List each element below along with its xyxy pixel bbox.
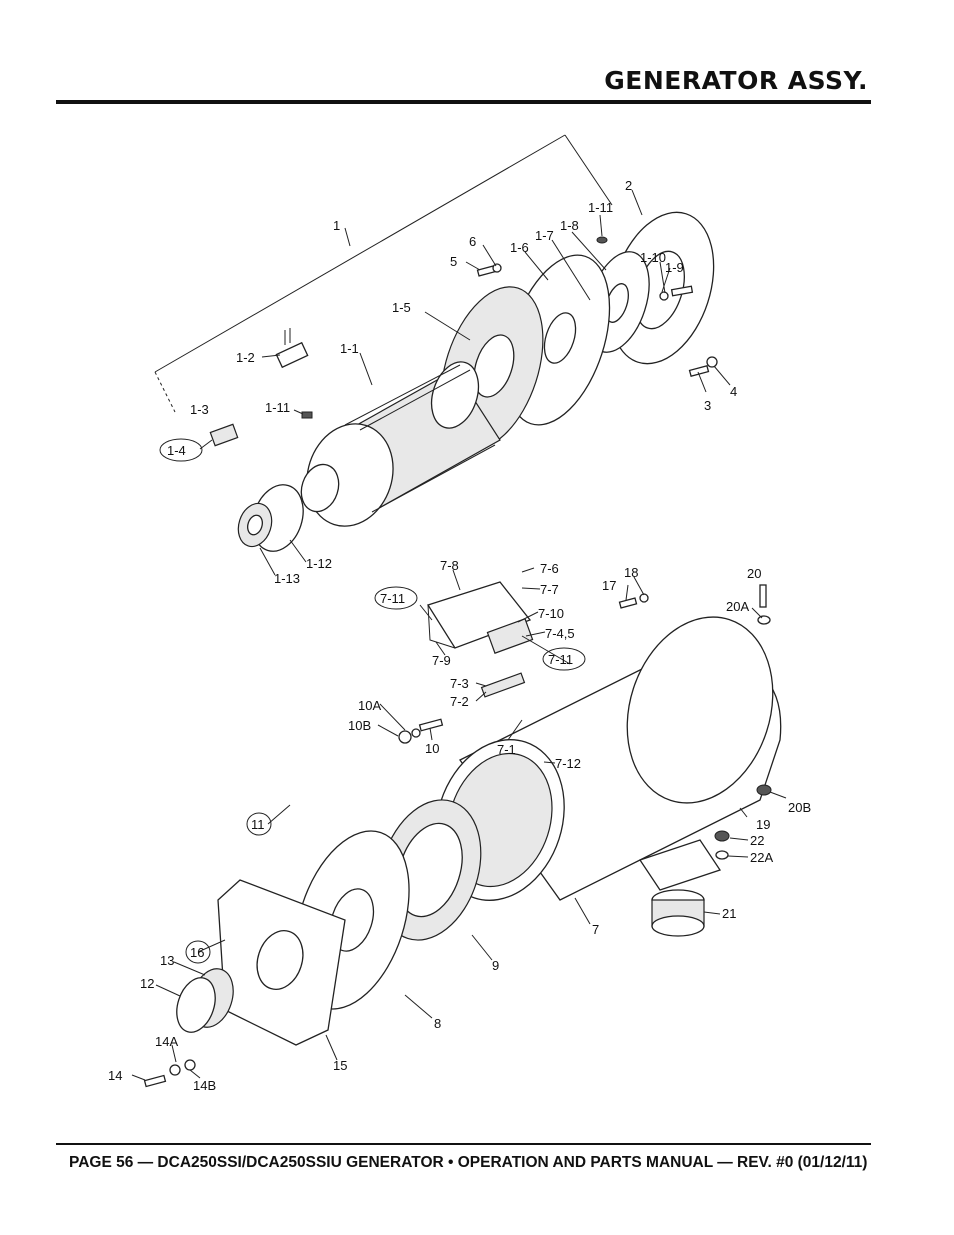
diode-1-2 — [275, 328, 309, 369]
bolt-20 — [759, 584, 767, 608]
label-4: 4 — [730, 384, 737, 399]
vibration-mount-21 — [651, 889, 705, 937]
label-7-9: 7-9 — [432, 653, 451, 668]
clip-1-11-top — [596, 236, 608, 244]
label-11: 11 — [251, 817, 265, 832]
label-1-9: 1-9 — [665, 260, 684, 275]
washer-18 — [639, 593, 649, 603]
label-8: 8 — [434, 1016, 441, 1031]
label-7: 7 — [592, 922, 599, 937]
label-22a: 22A — [750, 850, 773, 865]
label-10: 10 — [425, 741, 439, 756]
label-20: 20 — [747, 566, 761, 581]
label-1-10: 1-10 — [640, 250, 666, 265]
label-7-4-5: 7-4,5 — [545, 626, 575, 641]
washer-20a — [757, 615, 771, 625]
washer-6 — [492, 263, 502, 273]
label-10a: 10A — [358, 698, 381, 713]
label-7-6: 7-6 — [540, 561, 559, 576]
rotor-1-1 — [300, 361, 501, 527]
label-13: 13 — [160, 953, 174, 968]
label-7-3: 7-3 — [450, 676, 469, 691]
cover-12 — [176, 977, 216, 1033]
label-1-6: 1-6 — [510, 240, 529, 255]
label-1-11: 1-11 — [265, 400, 290, 415]
bolt-10 — [418, 718, 444, 732]
label-7-2: 7-2 — [450, 694, 469, 709]
bearing-1-13 — [237, 502, 273, 548]
label-7-12: 7-12 — [555, 756, 581, 771]
label-20b: 20B — [788, 800, 811, 815]
washer-4 — [706, 356, 718, 368]
bolt-3 — [688, 364, 710, 378]
page-footer: PAGE 56 — DCA250SSI/DCA250SSIU GENERATOR… — [69, 1154, 868, 1171]
nut-20b — [756, 784, 772, 796]
label-3: 3 — [704, 398, 711, 413]
part-labels: 1 2 3 4 5 6 1-1 1-2 1-3 1-4 1-5 1-6 1-7 … — [108, 178, 811, 1093]
bolt-1-9 — [670, 285, 694, 297]
label-7-11-left: 7-11 — [380, 591, 405, 606]
terminal-bracket-7-4-5 — [486, 618, 534, 654]
label-7-1: 7-1 — [497, 742, 516, 757]
label-14a: 14A — [155, 1034, 178, 1049]
bolt-5 — [476, 265, 496, 277]
label-1-8: 1-8 — [560, 218, 579, 233]
washer-10a — [411, 728, 421, 738]
label-7-8: 7-8 — [440, 558, 459, 573]
label-1-7: 1-7 — [535, 228, 554, 243]
label-1-2: 1-2 — [236, 350, 255, 365]
label-9: 9 — [492, 958, 499, 973]
label-17: 17 — [602, 578, 616, 593]
label-14: 14 — [108, 1068, 122, 1083]
label-12: 12 — [140, 976, 154, 991]
label-15: 15 — [333, 1058, 347, 1073]
label-1-13: 1-13 — [274, 571, 300, 586]
page-title: GENERATOR ASSY. — [604, 66, 868, 95]
label-1: 1 — [333, 218, 340, 233]
label-7-10: 7-10 — [538, 606, 564, 621]
label-10b: 10B — [348, 718, 371, 733]
clip-1-11 — [301, 411, 313, 419]
nut-22 — [714, 830, 730, 842]
leader-lines — [131, 189, 787, 1081]
label-21: 21 — [722, 906, 736, 921]
bolt-14 — [143, 1074, 167, 1088]
label-1-4: 1-4 — [167, 443, 186, 458]
label-1-11-top: 1-11 — [588, 200, 613, 215]
label-18: 18 — [624, 565, 638, 580]
label-7-11-right: 7-11 — [548, 652, 573, 667]
varistor-1-3 — [209, 423, 239, 447]
label-5: 5 — [450, 254, 457, 269]
washer-10b — [398, 730, 412, 744]
washer-22a — [715, 850, 729, 860]
label-1-5: 1-5 — [392, 300, 411, 315]
terminal-base-7-3 — [480, 672, 526, 698]
label-1-12: 1-12 — [306, 556, 332, 571]
label-16: 16 — [190, 945, 204, 960]
label-2: 2 — [625, 178, 632, 193]
rotor-group-bracket — [154, 134, 613, 413]
washer-14a — [169, 1064, 181, 1076]
label-20a: 20A — [726, 599, 749, 614]
terminal-cover-7-8 — [427, 581, 532, 649]
label-1-3: 1-3 — [190, 402, 209, 417]
label-6: 6 — [469, 234, 476, 249]
label-19: 19 — [756, 817, 770, 832]
callout-ovals — [159, 438, 586, 964]
label-22: 22 — [750, 833, 764, 848]
label-1-1: 1-1 — [340, 341, 359, 356]
footer-rule — [56, 1143, 871, 1145]
washer-14b — [184, 1059, 196, 1071]
label-14b: 14B — [193, 1078, 216, 1093]
label-7-7: 7-7 — [540, 582, 559, 597]
washer-1-10 — [659, 291, 669, 301]
bolt-17 — [618, 597, 638, 609]
header-rule — [56, 100, 871, 104]
